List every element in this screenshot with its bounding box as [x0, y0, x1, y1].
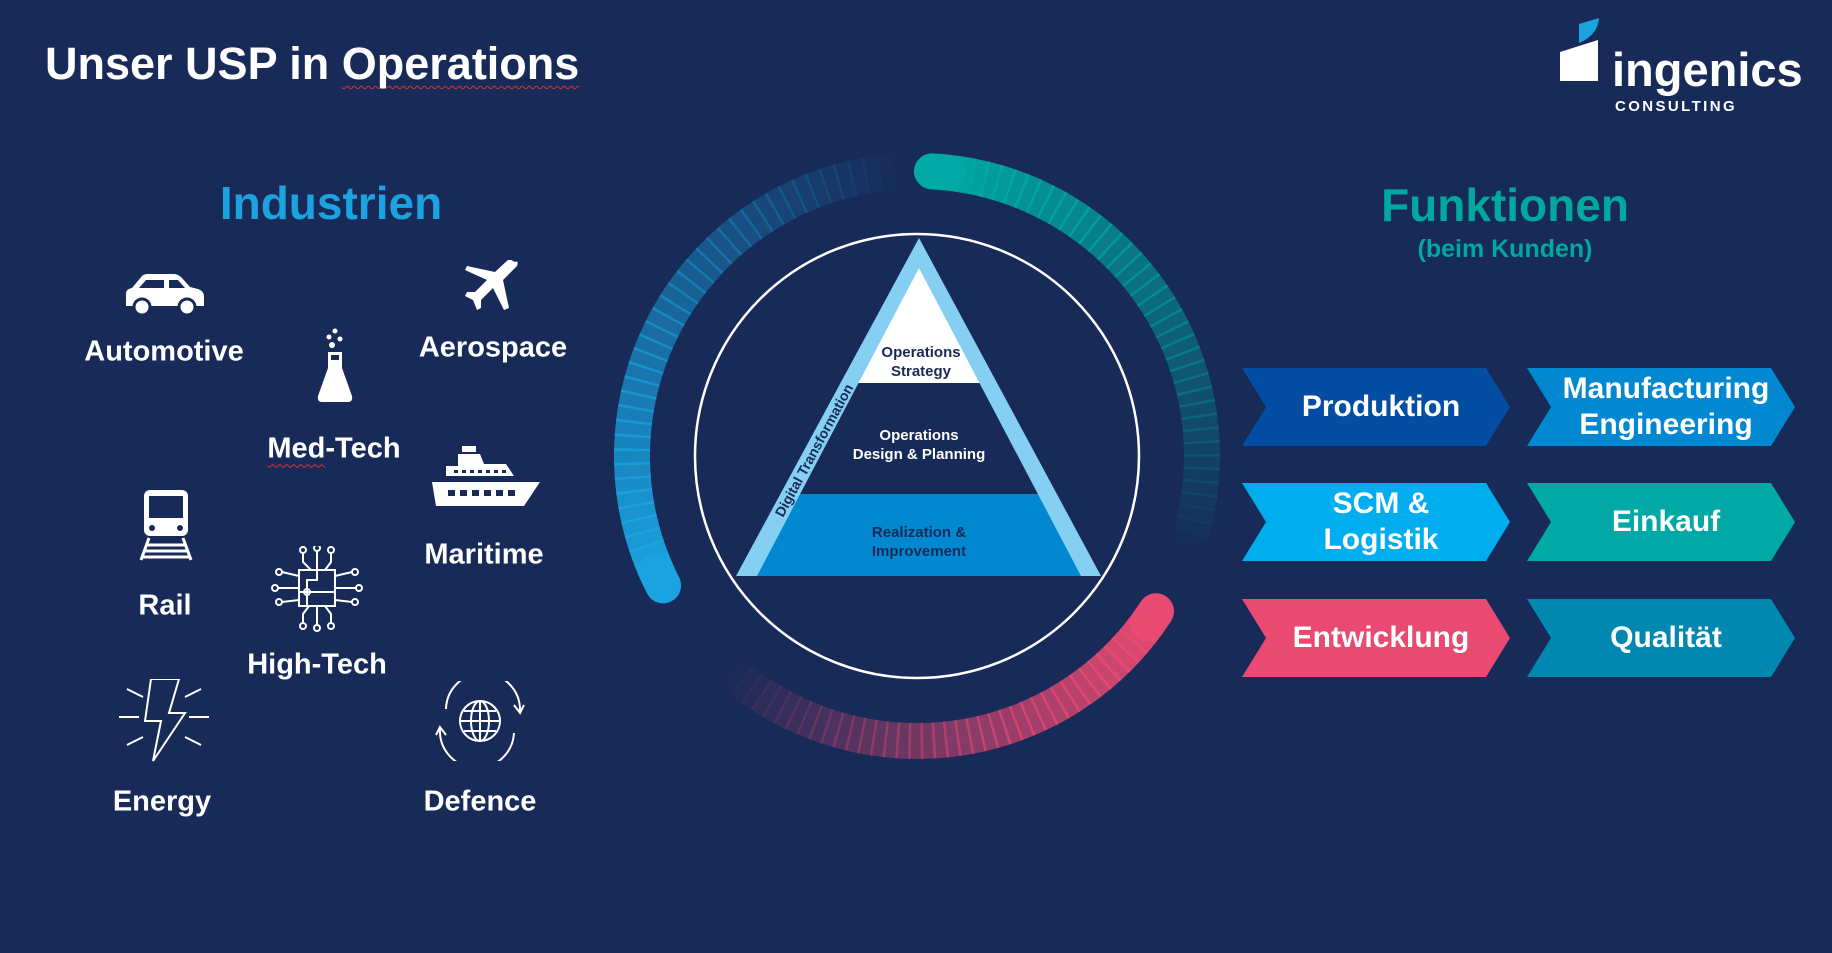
functions-heading: Funktionen [1381, 179, 1629, 231]
blue-ring-arc [861, 155, 884, 194]
industry-rail: Rail [138, 589, 192, 622]
teal-ring-arc [1173, 514, 1213, 539]
teal-ring-arc [1179, 490, 1218, 512]
pink-ring-arc [819, 708, 845, 748]
function-label: Entwicklung [1292, 621, 1470, 654]
function-chevron-produktion: Produktion [1242, 368, 1510, 446]
inner-circle [693, 232, 1141, 680]
blue-ring-arc [846, 157, 871, 197]
blue-ring-arc [676, 258, 715, 294]
pink-ring-arc [773, 690, 803, 730]
pyramid-bottom-layer [757, 494, 1081, 576]
function-label: Produktion [1301, 390, 1461, 423]
progress-rings [614, 153, 1220, 759]
blue-ring-arc [716, 217, 753, 256]
pyramid-top-line1: Operations [881, 344, 960, 361]
ship-icon [432, 446, 540, 506]
blue-ring-arc [695, 236, 733, 274]
function-label: Einkauf [1611, 505, 1721, 538]
pyramid-bottom-line2: Improvement [872, 543, 966, 560]
function-chevron-entwicklung: Entwicklung [1242, 599, 1510, 677]
circuit-chip-icon [271, 546, 363, 632]
blue-ring-arc [832, 160, 858, 200]
industry-energy: Energy [112, 785, 212, 818]
pink-ring-arc [832, 712, 856, 751]
ingenics-logo-icon [1560, 18, 1599, 81]
logo-wordmark: ingenics [1612, 43, 1803, 96]
car-icon [126, 274, 204, 316]
page-title: Unser USP in Operations [45, 38, 579, 90]
pink-ring-arc [869, 719, 889, 758]
industry-defence: Defence [423, 785, 537, 818]
teal-ring-arc [1173, 371, 1213, 397]
function-label: SCM &Logistik [1323, 487, 1439, 556]
functions-subheading: (beim Kunden) [1417, 235, 1593, 263]
blue-ring-arc [739, 200, 774, 240]
industries-heading: Industrien [219, 177, 443, 229]
industry-aerospace: Aerospace [418, 331, 568, 364]
teal-ring-arc [1181, 412, 1219, 433]
teal-ring-arc [1182, 426, 1220, 445]
teal-ring-arc [1169, 358, 1209, 385]
train-icon [139, 490, 193, 561]
flask-icon [317, 328, 353, 402]
industry-automotive: Automotive [84, 335, 244, 368]
teal-ring-arc [1182, 466, 1220, 485]
blue-ring-arc [685, 247, 724, 284]
pyramid-bottom-line1: Realization & [872, 524, 966, 541]
teal-ring-arc [1176, 502, 1216, 526]
pyramid-middle-line1: Operations [879, 427, 958, 444]
pink-ring-arc [807, 705, 834, 744]
globe-cycle-icon [435, 681, 525, 761]
lightning-icon [119, 679, 209, 762]
teal-ring-arc [1155, 320, 1195, 350]
function-chevron-qualität: Qualität [1527, 599, 1795, 677]
med-tech-rest: -Tech [325, 432, 401, 465]
pink-ring-arc [740, 672, 773, 711]
blue-ring-arc [751, 192, 785, 233]
blue-ring-arc [818, 164, 845, 204]
function-chevron-einkauf: Einkauf [1527, 483, 1795, 561]
med-tech-underlined: Med [267, 432, 326, 465]
teal-ring-arc [1165, 345, 1205, 373]
pyramid-top-line2: Strategy [891, 363, 952, 380]
industry-med-tech: Med-Tech [267, 433, 400, 466]
blue-ring-arc [790, 173, 821, 214]
pink-ring-arc [882, 721, 901, 759]
blue-ring-arc [667, 269, 707, 305]
pink-ring-arc [844, 715, 867, 754]
pink-ring-arc [761, 685, 793, 724]
teal-ring-arc [1160, 332, 1201, 361]
blue-ring-arc [638, 552, 682, 604]
blue-ring-arc [705, 226, 743, 265]
pink-ring-arc [895, 722, 912, 759]
pink-ring-arc [784, 696, 813, 735]
pink-ring-arc [857, 717, 878, 756]
pink-ring-arc [1129, 593, 1175, 642]
pink-ring-arc [750, 679, 783, 718]
industry-maritime: Maritime [424, 538, 544, 571]
blue-ring-arc [764, 185, 797, 226]
pink-ring-arc [730, 666, 764, 704]
title-operations: Operations [341, 38, 580, 89]
blue-ring-arc [727, 208, 763, 248]
industry-high-tech: High-Tech [247, 648, 387, 681]
teal-ring-arc [1181, 478, 1219, 499]
pink-ring-arc [920, 722, 937, 759]
blue-ring-arc [777, 179, 809, 220]
function-chevron-scm-logistik: SCM &Logistik [1242, 483, 1510, 561]
teal-ring-arc [1179, 398, 1218, 421]
pyramid-middle-line2: Design & Planning [853, 446, 986, 463]
logo-subtitle: CONSULTING [1615, 98, 1738, 115]
pink-ring-arc [796, 700, 824, 740]
teal-ring-arc [1149, 307, 1190, 339]
blue-ring-arc [804, 168, 833, 209]
title-prefix: Unser USP in [45, 38, 342, 89]
teal-ring-arc [913, 153, 966, 191]
airplane-icon [465, 260, 518, 310]
function-label: Qualität [1610, 621, 1722, 654]
teal-ring-arc [1176, 385, 1216, 409]
